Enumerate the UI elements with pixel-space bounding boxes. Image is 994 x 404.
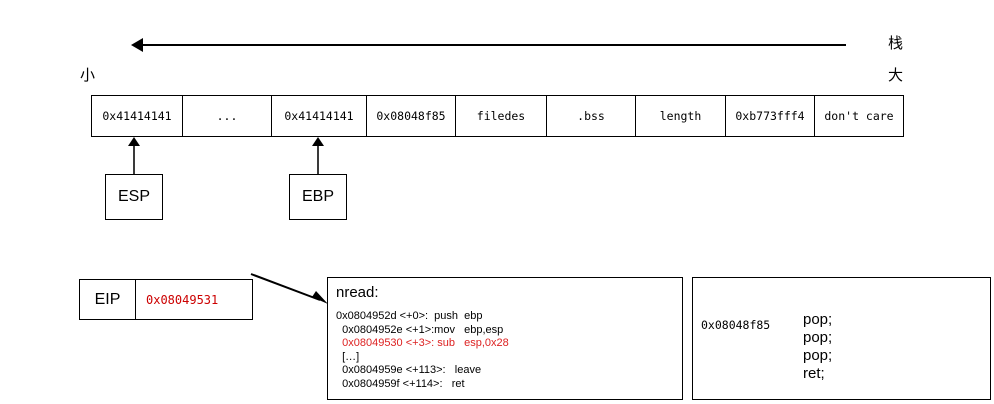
ebp-pointer-arrowhead bbox=[312, 137, 324, 146]
esp-pointer-arrowhead bbox=[128, 137, 140, 146]
stack-cell: 0x08048f85 bbox=[367, 96, 456, 136]
stack-cell: 0xb773fff4 bbox=[726, 96, 815, 136]
eip-register-box: EIP 0x08049531 bbox=[79, 279, 253, 320]
eip-to-code-arrow bbox=[250, 273, 328, 304]
esp-register-box: ESP bbox=[105, 174, 163, 220]
disassembly-line: 0x0804959e <+113>: leave bbox=[336, 364, 482, 376]
stack-cell: length bbox=[636, 96, 726, 136]
stack-cell: ... bbox=[183, 96, 272, 136]
stack-direction-arrow-head bbox=[131, 38, 143, 52]
stack-cell: don't care bbox=[824, 109, 894, 123]
disassembly-lines: 0x0804952d <+0>: push ebp 0x0804952e <+1… bbox=[336, 310, 682, 391]
gadget-instruction: pop; bbox=[803, 347, 833, 364]
rop-gadget-block: 0x08048f85 pop;pop;pop;ret; bbox=[692, 277, 991, 400]
eip-label: EIP bbox=[80, 280, 136, 319]
stack-cell: filedes bbox=[456, 96, 547, 136]
eip-value: 0x08049531 bbox=[146, 292, 219, 307]
function-name-label: nread: bbox=[336, 284, 379, 301]
ebp-pointer-line bbox=[317, 146, 319, 174]
label-stack: 栈 bbox=[888, 34, 904, 52]
label-small-address: 小 bbox=[80, 66, 96, 84]
stack-cell: 0x41414141 bbox=[92, 96, 183, 136]
stack-cell: 0x41414141 bbox=[272, 96, 367, 136]
stack-direction-arrow-line bbox=[140, 44, 846, 46]
esp-pointer-line bbox=[133, 146, 135, 174]
gadget-instruction: pop; bbox=[803, 329, 833, 346]
stack-cell: .bss bbox=[547, 96, 636, 136]
disassembly-line: […] bbox=[336, 350, 360, 363]
label-large-address: 大 bbox=[888, 66, 904, 84]
gadget-address: 0x08048f85 bbox=[701, 318, 771, 332]
disassembly-line: 0x08049530 <+3>: sub esp,0x28 bbox=[336, 337, 509, 349]
disassembly-line: 0x0804952e <+1>:mov ebp,esp bbox=[336, 323, 504, 336]
ebp-register-box: EBP bbox=[289, 174, 347, 220]
gadget-instruction: ret; bbox=[803, 365, 825, 382]
gadget-instruction-list: pop;pop;pop;ret; bbox=[803, 311, 832, 383]
disassembly-line: 0x0804959f <+114>: ret bbox=[336, 377, 465, 390]
gadget-instruction: pop; bbox=[803, 311, 833, 328]
disassembly-line: 0x0804952d <+0>: push ebp bbox=[336, 310, 483, 322]
disassembly-block: nread: 0x0804952d <+0>: push ebp 0x08049… bbox=[327, 277, 683, 400]
